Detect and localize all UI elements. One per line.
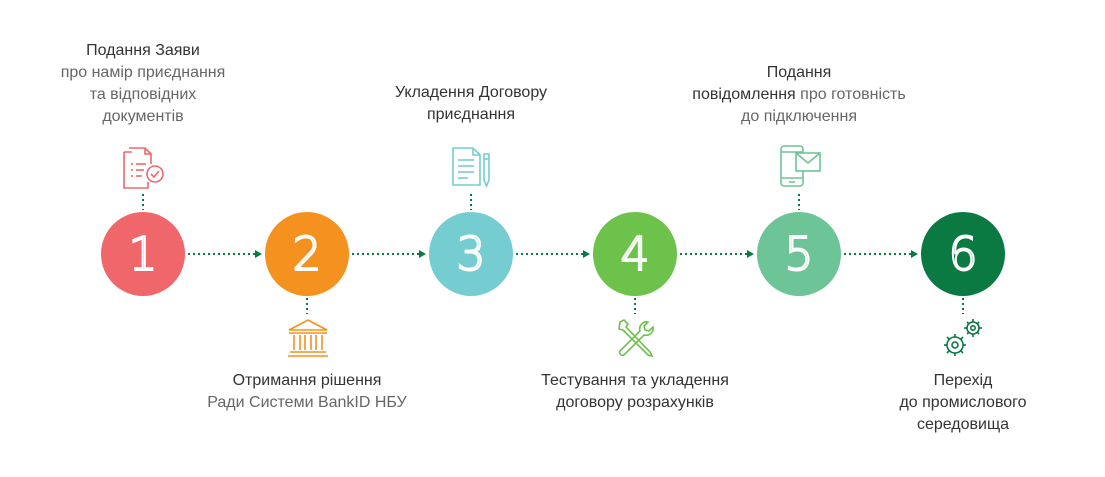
- tools-icon: [618, 319, 654, 358]
- bank-building-icon: [288, 319, 328, 357]
- step-6-label-line-1: Перехід: [933, 372, 993, 389]
- step-2-number: 2: [291, 227, 322, 281]
- step-2-label-line-1: Отримання рішення: [232, 372, 382, 389]
- step-5-label-line-2: повідомлення про готовність: [669, 84, 929, 106]
- step-3-label-line-2: приєднання: [426, 106, 516, 123]
- step-1-label-line-4: документів: [102, 108, 184, 125]
- step-1-label-line-2: про намір приєднання: [60, 64, 226, 81]
- step-1-label-line-1: Подання Заяви: [86, 42, 200, 59]
- step-6-label-line-3: середовища: [916, 416, 1010, 433]
- step-1-circle: 1: [101, 212, 185, 296]
- step-6-number: 6: [947, 227, 978, 281]
- step-6-label-line-2: до промислового: [899, 394, 1027, 411]
- step-4-number: 4: [619, 227, 650, 281]
- step-4-circle: 4: [593, 212, 677, 296]
- step-3-number: 3: [455, 227, 486, 281]
- contract-pen-icon: [452, 147, 490, 189]
- step-3-label: Укладення Договору приєднання: [351, 82, 591, 126]
- gears-icon: [944, 319, 982, 356]
- step-3-circle: 3: [429, 212, 513, 296]
- phone-mail-icon: [780, 145, 821, 187]
- step-5-label-line-1: Подання: [669, 62, 929, 84]
- step-2-label: Отримання рішення Ради Системи BankID НБ…: [177, 370, 437, 414]
- step-3-label-line-1: Укладення Договору: [394, 84, 548, 101]
- step-2-circle: 2: [265, 212, 349, 296]
- step-5-label-line-2-part-2: про готовність: [795, 86, 906, 103]
- step-4-label: Тестування та укладення договору розраху…: [505, 370, 765, 414]
- step-5-label-line-3-part-1: до підключення: [741, 108, 857, 125]
- document-check-icon: [123, 147, 164, 189]
- step-5-label-line-2-part-1: повідомлення: [692, 86, 796, 103]
- step-1-label-line-3: та відповідних: [89, 86, 197, 103]
- step-2-label-line-2: Ради Системи BankID НБУ: [207, 394, 407, 411]
- step-5-label-line-1-part-1: Подання: [766, 64, 832, 81]
- step-6-label: Перехід до промислового середовища: [853, 370, 1073, 436]
- step-4-label-line-1: Тестування та укладення: [541, 372, 729, 389]
- step-1-number: 1: [127, 227, 158, 281]
- step-5-number: 5: [783, 227, 814, 281]
- step-5-circle: 5: [757, 212, 841, 296]
- step-5-label-line-3: до підключення: [669, 106, 929, 128]
- step-5-label: Подання повідомлення про готовність до п…: [669, 62, 929, 128]
- step-1-label: Подання Заяви про намір приєднання та ві…: [33, 40, 253, 128]
- step-4-label-line-2: договору розрахунків: [556, 394, 714, 411]
- step-6-circle: 6: [921, 212, 1005, 296]
